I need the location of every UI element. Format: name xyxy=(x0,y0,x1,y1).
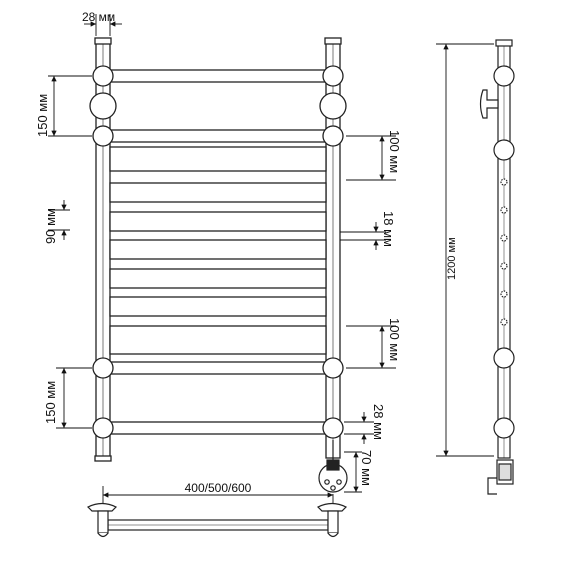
bottom-pipe xyxy=(109,421,327,435)
connection-socket xyxy=(326,459,340,471)
side-joint-ball xyxy=(493,417,515,439)
joint-ball xyxy=(322,357,344,379)
right-wall-mount xyxy=(319,92,347,120)
flat-bar xyxy=(109,239,327,260)
right-bracket xyxy=(316,502,348,512)
dim-bottom-spacing: 150 мм xyxy=(43,381,58,424)
joint-ball xyxy=(92,65,114,87)
front-view xyxy=(89,37,347,462)
flat-bar xyxy=(109,325,327,355)
dim-connection: 70 мм xyxy=(359,450,374,486)
third-pipe xyxy=(109,361,327,375)
joint-ball xyxy=(322,65,344,87)
connection-unit xyxy=(318,440,348,493)
second-pipe xyxy=(109,129,327,143)
side-joint-ball xyxy=(493,139,515,161)
joint-ball xyxy=(322,417,344,439)
left-bracket xyxy=(86,502,118,512)
side-view xyxy=(479,39,515,495)
flat-bar xyxy=(109,182,327,203)
top-view xyxy=(86,502,348,538)
dim-top-spacing: 150 мм xyxy=(35,94,50,137)
joint-ball xyxy=(92,357,114,379)
dim-pipe-diameter: 28 мм xyxy=(82,10,115,24)
dim-bar-height: 18 мм xyxy=(381,211,396,247)
dim-side-pipe: 28 мм xyxy=(371,404,386,440)
dim-shelf-gap-top: 100 мм xyxy=(387,130,402,173)
left-wall-mount xyxy=(89,92,117,120)
joint-ball xyxy=(322,125,344,147)
flat-bar xyxy=(109,296,327,317)
side-joint-ball xyxy=(493,347,515,369)
dim-shelf-gap-bottom: 100 мм xyxy=(387,318,402,361)
dim-bar-spacing: 90 мм xyxy=(43,208,58,244)
joint-ball xyxy=(92,125,114,147)
dim-total-height: 1200 мм xyxy=(446,237,458,280)
flat-bar xyxy=(109,268,327,289)
flat-bar xyxy=(109,211,327,232)
flat-bar xyxy=(109,146,327,172)
side-wall-bracket xyxy=(479,89,499,119)
side-joint-ball xyxy=(493,65,515,87)
joint-ball xyxy=(92,417,114,439)
dim-width-options: 400/500/600 xyxy=(185,481,252,495)
top-pipe xyxy=(109,69,327,83)
